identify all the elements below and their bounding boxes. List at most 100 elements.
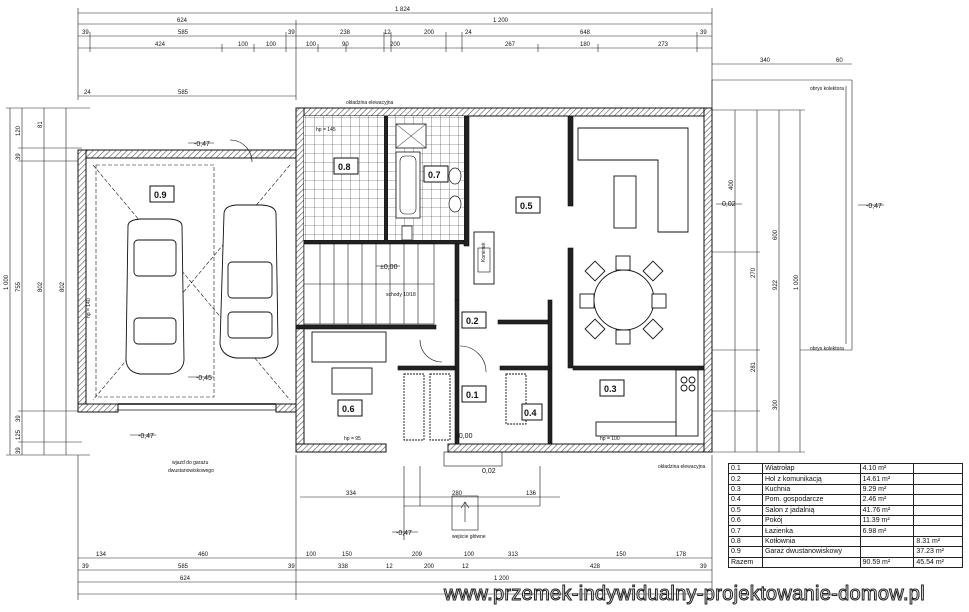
room-id: 0.2 [728, 473, 763, 485]
dim-left-inner-0: 802 [38, 281, 44, 292]
note-ventilation: okładzina elewacyjna [346, 100, 393, 106]
dim-bottom-r2-0: 134 [96, 552, 107, 558]
dim-top-r3-6: 267 [505, 42, 516, 48]
dim-bottom-r2-5: 100 [464, 552, 475, 558]
dim-top-total: 1 824 [395, 7, 411, 13]
dim-top-r2-8: 39 [700, 30, 707, 36]
dim-left-inner-2: 802 [60, 281, 66, 292]
level-outside: -0,47 [138, 433, 154, 440]
dim-right-5: 281 [751, 361, 757, 372]
note-stairs: schody 10/18 [386, 292, 416, 298]
room-name: Pokój [761, 514, 861, 527]
kitchen-counter [595, 369, 699, 437]
dim-top-r3-1: 100 [238, 42, 249, 48]
dim-top-r3-8: 273 [658, 42, 669, 48]
room-id: 0.3 [728, 483, 763, 496]
total-area: 90.59 m² [859, 556, 915, 568]
dim-bottom-r3-5: 200 [424, 564, 435, 570]
room-area: 41.76 m² [859, 504, 915, 516]
room-area-2 [913, 483, 963, 496]
dim-bottom-r3-0: 39 [82, 564, 89, 570]
interior-walls [295, 115, 705, 445]
room-name: Salon z jadalnią [761, 504, 861, 516]
room-label-0-6: 0.6 [342, 404, 355, 414]
room-name: Hol z komunikacją [761, 473, 861, 485]
watermark-url: www.przemek-indywidualny-projektowanie-d… [444, 583, 926, 606]
dim-left-inner-1: 81 [38, 121, 44, 128]
dim-top-r2-5: 200 [424, 30, 435, 36]
room-area: 14.61 m² [859, 473, 915, 485]
entrance [403, 451, 541, 540]
room-label-0-3: 0.3 [604, 384, 617, 394]
dim-bottom-r2-1: 460 [198, 552, 209, 558]
room-area [859, 546, 915, 558]
level-step: 0,02 [482, 468, 496, 475]
level-hall: ±0,00 [380, 264, 398, 271]
dim-bottom-r2-7: 150 [616, 552, 627, 558]
dim-top-r3-4: 90 [342, 42, 349, 48]
dim-top-left: 624 [177, 18, 188, 24]
dim-bottom-r3-8: 39 [700, 564, 707, 570]
room-label-0-1: 0.1 [466, 390, 479, 400]
dim-left-3: 39 [16, 415, 22, 422]
room-area: 6.98 m² [859, 525, 915, 537]
room-area: 2.46 m² [859, 494, 915, 506]
level-entrance: ±0,00 [455, 433, 473, 440]
dim-bottom-r3-7: 428 [590, 564, 601, 570]
note-main-entry: wejście główne [452, 534, 486, 540]
total-blank [761, 556, 861, 568]
note-lintel: hp = 145 [316, 127, 336, 133]
dim-bottom-r2-6: 313 [508, 552, 519, 558]
room-area-2 [913, 473, 963, 485]
room-labels: 0.9 0.8 0.7 0.5 0.2 0.1 0.4 0.3 0.6 [149, 157, 625, 421]
room-area-2: 8.31 m² [913, 535, 963, 548]
bottom-dimensions [77, 455, 713, 600]
dim-left-0: 120 [16, 125, 22, 136]
dim-bottom-r3-4: 12 [386, 564, 393, 570]
room-id: 0.8 [728, 535, 763, 548]
room-name: Kotłownia [761, 535, 861, 548]
dim-bottom-r3-3: 338 [338, 564, 349, 570]
room-area-2 [913, 525, 963, 537]
room-name: Łazienka [761, 525, 861, 537]
dim-left-1: 39 [16, 153, 22, 160]
room-id: 0.7 [728, 525, 763, 537]
room-name: Pom. gospodarcze [761, 494, 861, 506]
room-label-0-8: 0.8 [338, 162, 351, 172]
dim-top-r2-1: 585 [178, 30, 189, 36]
dim-top-r3-5: 200 [390, 42, 401, 48]
right-dimensions [711, 79, 853, 453]
room-area: 9.29 m² [859, 483, 915, 496]
room-label-0-2: 0.2 [466, 316, 479, 326]
note-section: obrys kolektora [810, 86, 844, 92]
level-right: -0,47 [866, 203, 882, 210]
room-label-0-7: 0.7 [428, 170, 441, 180]
note-hp100: hp = 100 [600, 436, 620, 442]
car-left [125, 218, 185, 375]
dim-left-2: 755 [16, 281, 22, 292]
dim-left-total: 1 000 [4, 274, 10, 290]
dim-top-r2-4: 12 [384, 30, 391, 36]
dim-bottom-r1-0: 334 [346, 491, 357, 497]
room-id: 0.4 [728, 494, 763, 506]
top-dimensions [77, 8, 852, 115]
room-area: 11.39 m² [859, 514, 915, 527]
car-right [219, 204, 279, 359]
dim-top-r3-0: 424 [155, 42, 166, 48]
dim-top-r2-3: 238 [340, 30, 351, 36]
room-label-0-5: 0.5 [520, 201, 533, 211]
dim-terrace-1: 60 [836, 58, 843, 64]
room-area-2 [913, 504, 963, 516]
dim-bottom-r2-2: 100 [306, 552, 317, 558]
doors [229, 139, 487, 373]
toilet [401, 225, 413, 241]
